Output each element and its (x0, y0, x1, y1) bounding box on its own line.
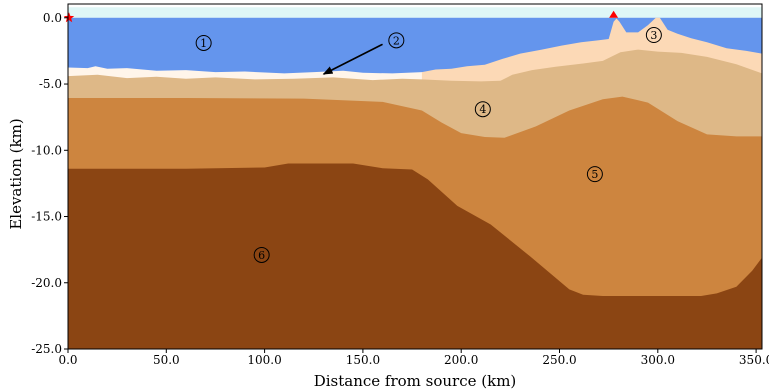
y-tick-label: -25.0 (31, 342, 62, 356)
layer-label-6: 6 (258, 249, 265, 262)
layer-label-circle-6 (253, 246, 270, 263)
x-tick-label: 300.0 (641, 353, 675, 367)
x-tick-label: 250.0 (542, 353, 576, 367)
plot-frame (67, 3, 763, 350)
layer-label-circle-3 (645, 27, 662, 44)
x-tick-label: 0.0 (58, 353, 77, 367)
annotation-arrow (322, 43, 383, 75)
source-star-marker (63, 12, 75, 23)
layer-label-1: 1 (200, 37, 207, 50)
y-axis: 0.0 -5.0 -10.0 -15.0 -20.0 -25.0 (31, 11, 68, 356)
layer-label-circle-4 (474, 101, 491, 118)
layer-label-3: 3 (650, 29, 657, 42)
layer-label-circle-1 (195, 34, 212, 51)
x-tick-label: 150.0 (346, 353, 380, 367)
y-tick-label: -15.0 (31, 210, 62, 224)
x-tick-label: 100.0 (247, 353, 281, 367)
layer-label-2: 2 (393, 34, 400, 47)
y-tick-label: -10.0 (31, 143, 62, 157)
x-tick-label: 200.0 (444, 353, 478, 367)
x-axis-title: Distance from source (km) (314, 372, 517, 390)
geologic-layers (68, 7, 762, 349)
layer-label-circle-5 (586, 166, 603, 183)
x-axis: 0.0 50.0 100.0 150.0 200.0 250.0 300.0 350.0 (58, 349, 769, 367)
layer-label-4: 4 (479, 103, 486, 116)
y-tick-label: 0.0 (43, 11, 62, 25)
layer-label-circle-2 (388, 32, 405, 49)
x-tick-label: 350.0 (739, 353, 769, 367)
station-triangle-marker (609, 10, 619, 18)
layer-air (68, 7, 762, 18)
layer-layer6 (68, 163, 762, 349)
y-tick-label: -5.0 (39, 77, 62, 91)
layer-label-5: 5 (591, 168, 598, 181)
chart-overlays: 1 2 3 4 5 6 (63, 10, 662, 263)
y-axis-title: Elevation (km) (7, 118, 25, 229)
y-tick-label: -20.0 (31, 276, 62, 290)
x-tick-label: 50.0 (153, 353, 180, 367)
